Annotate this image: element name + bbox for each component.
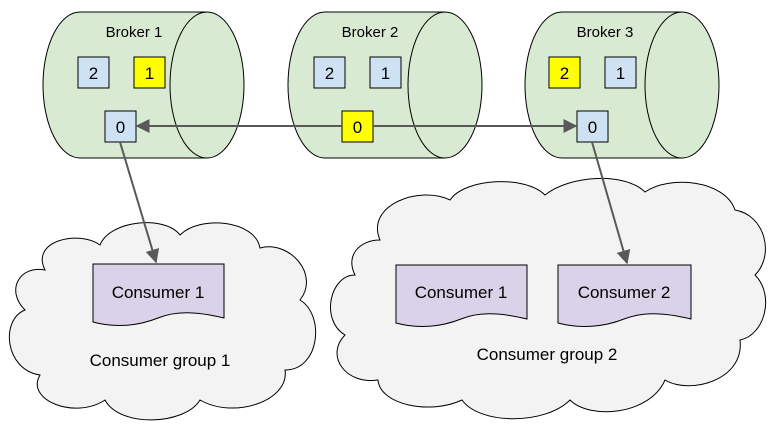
broker-2-label: Broker 2	[342, 24, 399, 41]
broker-3-partition-1-label: 1	[616, 64, 625, 83]
broker-1-partition-2-label: 2	[89, 64, 98, 83]
consumer-document-shape	[557, 264, 692, 327]
consumer-group-2-label: Consumer group 2	[477, 345, 618, 364]
consumer-group-1-label: Consumer group 1	[90, 351, 231, 370]
consumer-label: Consumer 1	[112, 283, 205, 302]
broker-2-partition-0-box	[341, 110, 374, 143]
partition: 0	[576, 110, 609, 143]
partition: 1	[133, 56, 166, 89]
broker-3-label: Broker 3	[577, 24, 634, 41]
consumer-group-2-cloud	[330, 177, 767, 420]
consumer-group-2-consumer-1: Consumer 1	[395, 264, 528, 327]
partition: 2	[313, 56, 346, 89]
broker-3-partition-1-box	[604, 56, 637, 89]
consumer-label: Consumer 1	[415, 283, 508, 302]
broker-3-partition-0-label: 0	[588, 118, 597, 137]
broker-2-partition-2-label: 2	[325, 64, 334, 83]
partition: 0	[341, 110, 374, 143]
partition: 1	[369, 56, 402, 89]
broker-2-partition-1-box	[369, 56, 402, 89]
broker-1-partition-0-label: 0	[116, 118, 125, 137]
partition: 0	[104, 110, 137, 143]
consume-arrow-group-2	[591, 141, 631, 265]
broker-3-cylinder-end	[644, 11, 683, 159]
broker-1-partition-1-label: 1	[145, 64, 154, 83]
broker-1-partition-0-box	[104, 110, 137, 143]
consumer-group-1-consumer-1: Consumer 1	[92, 263, 225, 326]
broker-2-cylinder-end	[407, 11, 446, 159]
broker-3-partition-2-box	[548, 56, 581, 89]
broker-1-partition-2-box	[77, 56, 110, 89]
consumer-group-2-consumer-2: Consumer 2	[557, 264, 692, 327]
consumer-document-shape	[92, 263, 225, 326]
consumer-document-shape	[395, 264, 528, 327]
partition: 2	[77, 56, 110, 89]
consumer-group-1-cloud	[9, 222, 316, 421]
broker-3-partition-2-label: 2	[560, 64, 569, 83]
broker-2-partition-2-box	[313, 56, 346, 89]
consumer-label: Consumer 2	[578, 283, 671, 302]
broker-1-cylinder-end	[169, 11, 208, 159]
partition: 1	[604, 56, 637, 89]
consume-arrow-group-1	[119, 141, 160, 264]
broker-2-partition-1-label: 1	[381, 64, 390, 83]
partition: 2	[548, 56, 581, 89]
broker-1-partition-1-box	[133, 56, 166, 89]
broker-2-partition-0-label: 0	[353, 118, 362, 137]
broker-1-label: Broker 1	[106, 24, 163, 41]
